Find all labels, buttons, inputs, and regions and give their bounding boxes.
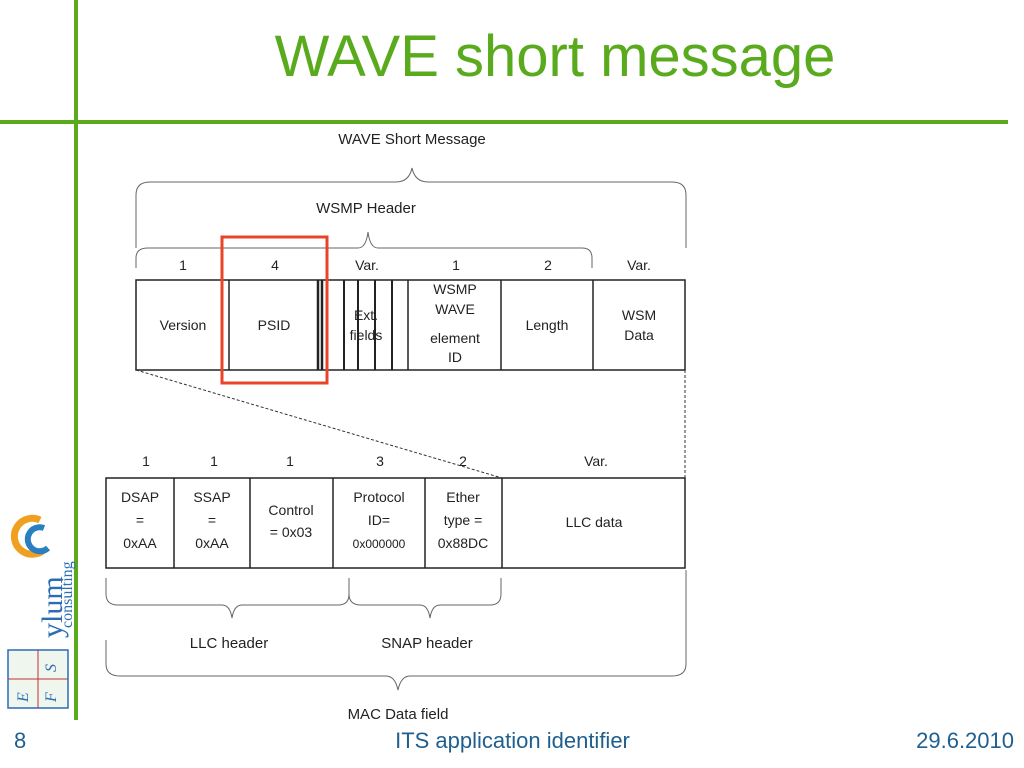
field-element-id-line1: WSMP — [433, 281, 477, 297]
size-protocol-id: 3 — [376, 453, 384, 469]
wsm-row-box — [135, 279, 686, 371]
wave-short-message-label: WAVE Short Message — [338, 131, 486, 148]
size-llc-data: Var. — [584, 453, 608, 469]
mapping-line-left — [135, 369, 503, 479]
field-version: Version — [160, 317, 207, 333]
horizontal-accent-line — [0, 120, 1008, 124]
field-ssap-line2: = — [208, 512, 216, 528]
field-ether-type-line3: 0x88DC — [438, 535, 489, 551]
field-element-id-line2: WAVE — [435, 301, 475, 317]
size-psid: 4 — [271, 257, 279, 273]
esf-emblem: E S F — [7, 649, 69, 709]
field-llc-data: LLC data — [566, 514, 623, 530]
footer-date: 29.6.2010 — [916, 728, 1014, 753]
field-control-line1: Control — [268, 502, 313, 518]
wsmp-header-label: WSMP Header — [316, 200, 416, 217]
field-ether-type-line2: type = — [444, 512, 483, 528]
mac-row-box — [105, 477, 686, 569]
field-protocol-id-line3: 0x000000 — [353, 537, 406, 551]
swirl-icon — [10, 514, 51, 558]
size-ssap: 1 — [210, 453, 218, 469]
size-control: 1 — [286, 453, 294, 469]
field-wsm-data-line2: Data — [624, 327, 654, 343]
field-element-id-line3: element — [430, 330, 480, 346]
snap-header-label: SNAP header — [381, 635, 472, 652]
logo-sub-text: consulting — [59, 561, 76, 628]
field-wsm-data-line1: WSM — [622, 307, 656, 323]
size-version: 1 — [179, 257, 187, 273]
field-ssap-line1: SSAP — [193, 489, 230, 505]
field-ether-type-line1: Ether — [446, 489, 480, 505]
field-dsap-line2: = — [136, 512, 144, 528]
psid-highlight-box — [220, 235, 329, 385]
field-ext-fields-line1: Ext. — [354, 307, 378, 323]
size-length: 2 — [544, 257, 552, 273]
field-ssap-line3: 0xAA — [195, 535, 229, 551]
size-wsm-data: Var. — [627, 257, 651, 273]
ylum-consulting-logo: ylum consulting E S F — [7, 514, 76, 709]
size-ether-type: 2 — [459, 453, 467, 469]
wsmp-header-brace — [135, 231, 593, 268]
field-length: Length — [526, 317, 569, 333]
field-protocol-id-line1: Protocol — [353, 489, 404, 505]
field-psid: PSID — [258, 317, 291, 333]
llc-header-label: LLC header — [190, 635, 268, 652]
snap-header-brace — [348, 578, 502, 619]
wave-short-message-brace — [135, 167, 687, 248]
size-ext-fields: Var. — [355, 257, 379, 273]
slide-title: WAVE short message — [274, 24, 836, 89]
vertical-accent-line — [74, 0, 78, 720]
field-control-line2: = 0x03 — [270, 524, 313, 540]
mac-data-field-label: MAC Data field — [348, 706, 449, 723]
field-element-id-line4: ID — [448, 349, 462, 365]
emblem-letter-f: F — [43, 692, 60, 703]
emblem-letter-s: S — [43, 664, 60, 672]
field-protocol-id-line2: ID= — [368, 512, 390, 528]
slide-number: 8 — [14, 728, 27, 753]
logo-brand-text: ylum — [36, 576, 69, 638]
llc-header-brace — [105, 578, 350, 619]
field-ext-fields-line2: fields — [350, 327, 383, 343]
size-dsap: 1 — [142, 453, 150, 469]
mac-data-field-brace — [105, 570, 687, 691]
footer-title: ITS application identifier — [395, 728, 630, 753]
field-dsap-line3: 0xAA — [123, 535, 157, 551]
emblem-letter-e: E — [15, 692, 32, 703]
field-dsap-line1: DSAP — [121, 489, 159, 505]
size-element-id: 1 — [452, 257, 460, 273]
